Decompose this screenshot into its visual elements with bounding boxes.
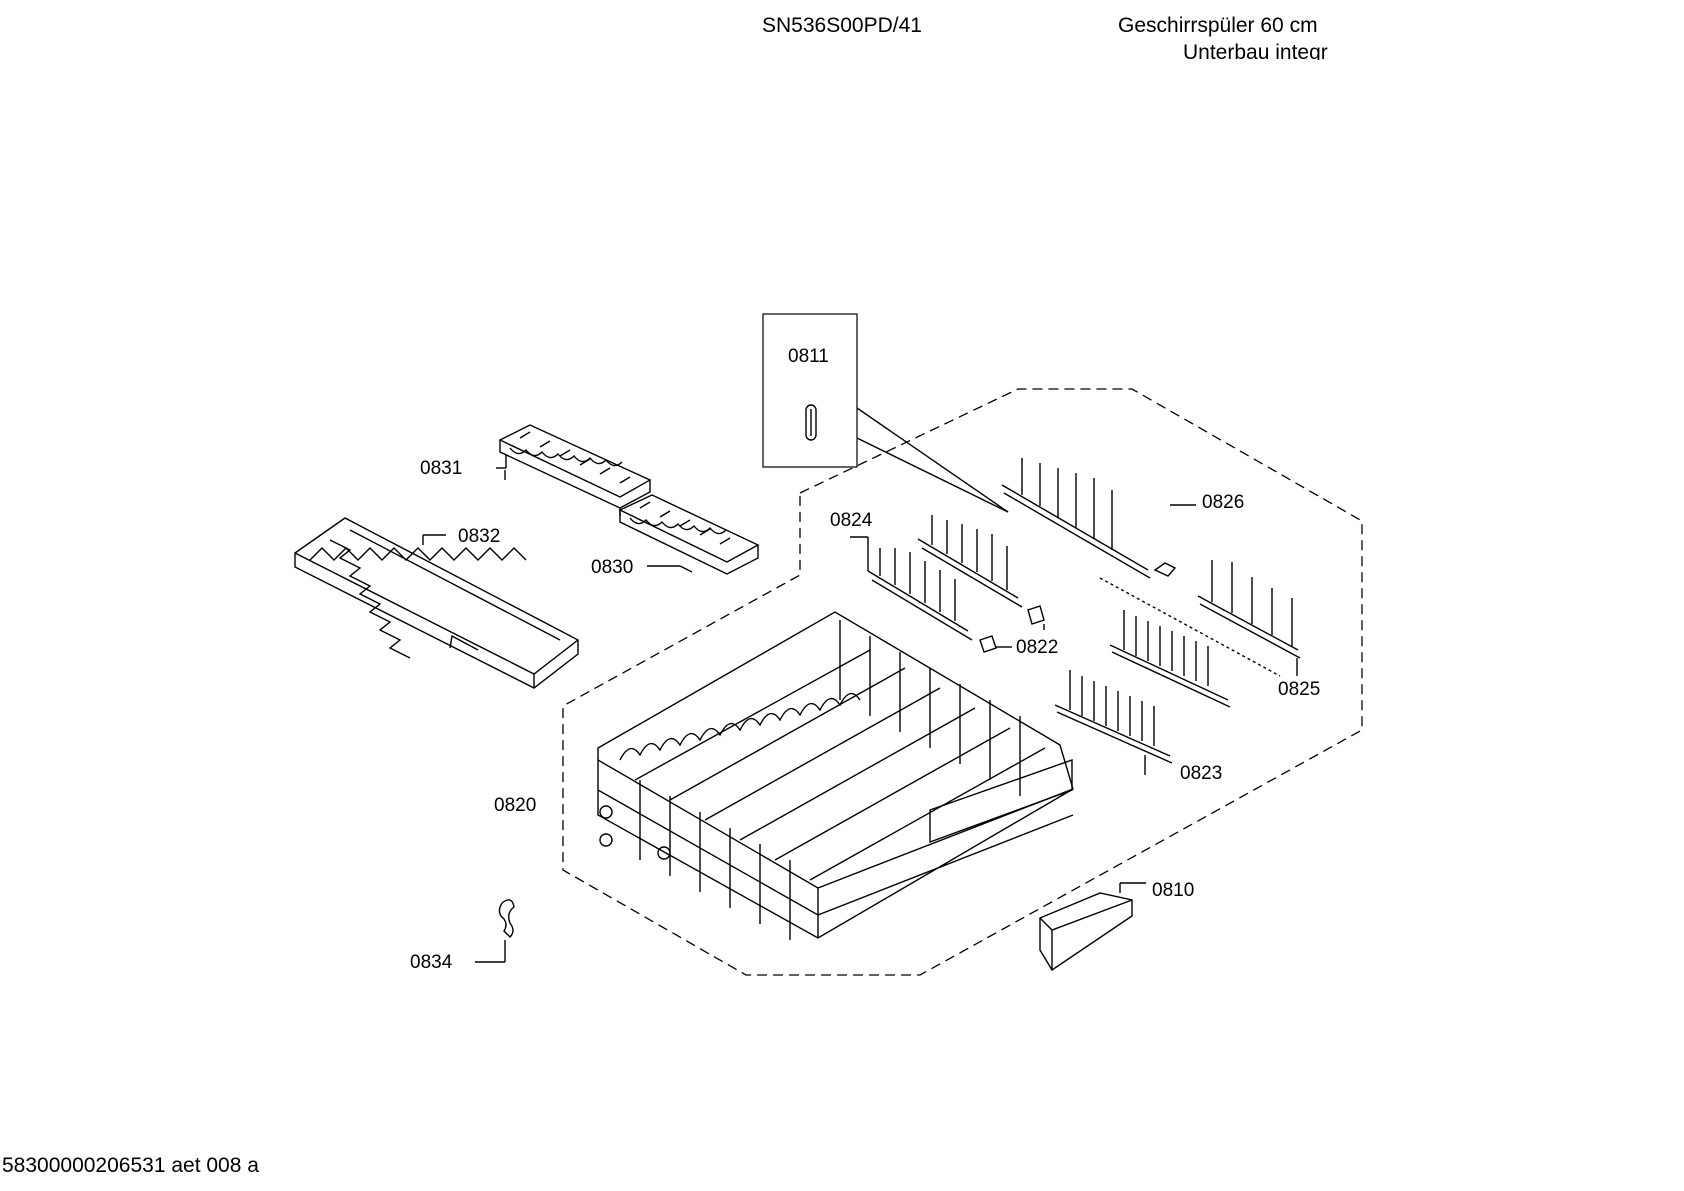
part-0810-drawing <box>1039 882 1146 971</box>
part-0830-drawing <box>618 494 760 575</box>
product-description: Geschirrspüler 60 cm <box>1118 14 1318 37</box>
part-0824-drawing <box>850 515 1023 641</box>
part-0820-drawing <box>597 611 1074 940</box>
part-label-0820: 0820 <box>494 795 537 816</box>
part-0825-drawing <box>1099 560 1301 677</box>
part-0834-drawing <box>475 899 515 963</box>
part-label-0834: 0834 <box>410 952 453 973</box>
part-label-0823: 0823 <box>1180 763 1223 784</box>
part-0831-drawing <box>496 424 652 516</box>
part-0826-drawing <box>1001 458 1196 579</box>
part-label-0832: 0832 <box>458 526 501 547</box>
assembly-outline <box>562 388 1363 976</box>
part-label-0825: 0825 <box>1278 679 1321 700</box>
part-0832-drawing <box>294 517 579 689</box>
model-number: SN536S00PD/41 <box>762 14 922 37</box>
part-label-0811: 0811 <box>788 346 829 367</box>
part-label-0831: 0831 <box>420 458 463 479</box>
part-label-0810: 0810 <box>1152 880 1195 901</box>
part-label-0822: 0822 <box>1016 637 1059 658</box>
document-id: 58300000206531 aet 008 a <box>2 1154 259 1177</box>
part-0822-drawing <box>979 605 1045 653</box>
part-label-0826: 0826 <box>1202 492 1245 513</box>
detail-box-0811 <box>762 313 1009 513</box>
part-label-0824: 0824 <box>830 510 873 531</box>
product-description-line2: Unterbau integr <box>1183 42 1328 60</box>
part-0823-drawing <box>1054 610 1231 775</box>
part-label-0830: 0830 <box>591 557 634 578</box>
